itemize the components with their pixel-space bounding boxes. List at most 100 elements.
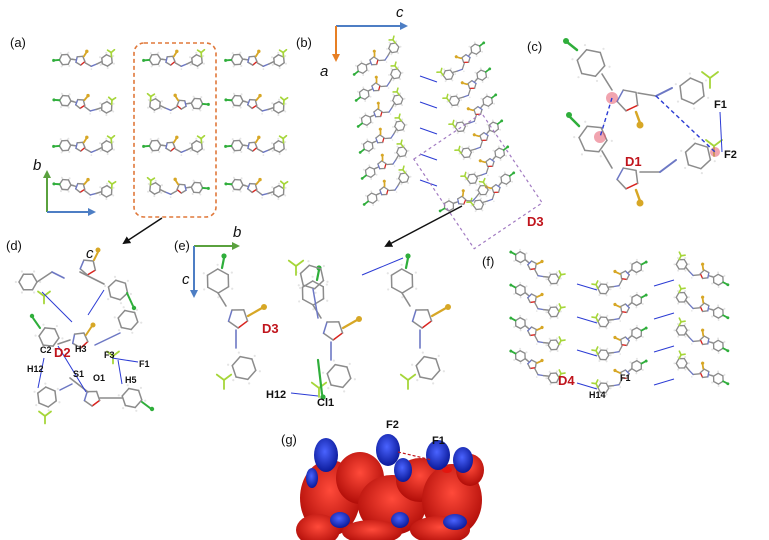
bond	[701, 343, 709, 346]
bond	[377, 163, 381, 170]
contact-line	[576, 283, 598, 291]
bond	[473, 105, 479, 111]
bond	[467, 56, 471, 63]
panel-label-a: (a)	[10, 35, 26, 50]
bond	[120, 326, 132, 331]
atom	[61, 337, 64, 340]
bond	[465, 53, 471, 59]
atom	[119, 302, 123, 305]
bond	[361, 122, 368, 126]
bond	[227, 309, 233, 322]
bond	[699, 372, 704, 379]
bond	[69, 144, 77, 147]
bond	[465, 199, 474, 202]
bond	[530, 260, 537, 265]
bond	[618, 378, 623, 386]
bond	[119, 292, 129, 301]
atom	[257, 49, 261, 54]
bond	[486, 198, 493, 202]
bond	[484, 185, 489, 191]
bond	[519, 357, 526, 363]
atom	[258, 177, 262, 182]
atom	[545, 344, 548, 347]
bond	[527, 326, 533, 332]
atom	[217, 296, 220, 299]
bond	[712, 309, 715, 317]
atom	[299, 286, 302, 290]
bond	[683, 324, 688, 331]
atom	[200, 180, 203, 183]
bond	[466, 178, 471, 185]
atom	[556, 382, 559, 385]
atom	[131, 331, 134, 334]
bond	[635, 169, 639, 185]
bond	[273, 184, 280, 189]
atom	[454, 73, 457, 75]
atom	[158, 150, 161, 153]
bond	[620, 371, 623, 379]
atom	[535, 310, 538, 312]
atom	[258, 370, 261, 373]
bond	[683, 258, 688, 265]
bond	[126, 292, 134, 307]
bond	[555, 376, 560, 384]
atom	[673, 263, 676, 266]
bond	[247, 142, 250, 149]
atom	[481, 50, 484, 53]
bond	[330, 384, 344, 389]
bond	[371, 140, 377, 144]
atom	[401, 104, 404, 107]
bond	[100, 103, 103, 111]
atom	[472, 133, 476, 137]
bond	[701, 297, 705, 304]
bond	[607, 318, 615, 321]
atom	[455, 120, 458, 123]
atom	[99, 186, 102, 189]
atom	[180, 154, 183, 157]
bond	[100, 193, 108, 198]
atom	[519, 263, 522, 266]
bond	[427, 309, 433, 322]
bond	[251, 188, 258, 194]
atom	[599, 155, 602, 158]
bond	[273, 149, 281, 153]
bond	[282, 56, 285, 64]
bond	[474, 177, 479, 184]
bond	[550, 282, 558, 285]
bond	[706, 146, 712, 161]
bond	[542, 275, 550, 278]
bond	[89, 192, 97, 196]
atom	[362, 203, 366, 206]
bond	[524, 319, 526, 327]
bond	[391, 102, 395, 109]
bond	[247, 188, 253, 194]
molecule	[591, 258, 648, 297]
atom	[348, 362, 351, 365]
bond	[708, 308, 715, 311]
atom	[149, 52, 152, 55]
atom	[374, 75, 378, 79]
bond	[555, 310, 560, 318]
bond	[620, 376, 628, 380]
atom	[525, 351, 528, 354]
atom	[450, 67, 452, 70]
contact-line	[653, 312, 675, 320]
bond	[308, 264, 322, 270]
bond	[550, 348, 558, 351]
bond	[69, 58, 77, 61]
bond	[530, 359, 537, 364]
bond	[680, 98, 695, 105]
bond	[467, 82, 471, 89]
bond	[490, 94, 496, 99]
atom	[629, 295, 632, 298]
bond	[487, 102, 494, 107]
bond	[600, 349, 608, 352]
bond	[238, 53, 244, 60]
molecule	[142, 48, 206, 71]
atom	[239, 190, 242, 193]
bond	[190, 102, 195, 110]
atom	[189, 63, 192, 66]
bond	[128, 387, 140, 392]
atom	[320, 394, 326, 400]
